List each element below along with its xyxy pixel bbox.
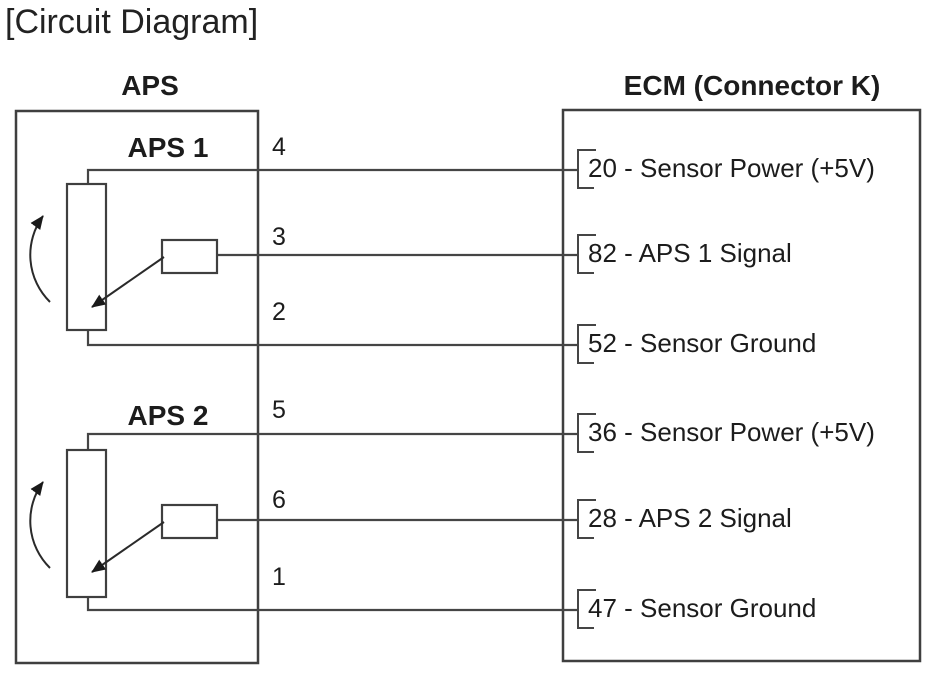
aps1-potentiometer: [29, 182, 219, 332]
aps2-potentiometer: [29, 448, 219, 599]
aps-pin-number-4: 4: [272, 133, 286, 161]
ecm-pin-label-20: 20 - Sensor Power (+5V): [588, 153, 875, 183]
ecm-pin-label-52: 52 - Sensor Ground: [588, 328, 817, 358]
wire-aps2-to-ecm52: [86, 330, 578, 347]
aps2-resistor-body: [65, 448, 108, 599]
aps2-rotation-arc-arrow: [29, 481, 51, 569]
aps2-wiper-arrow: [91, 521, 165, 573]
ecm-pin-label-82: 82 - APS 1 Signal: [588, 238, 792, 268]
wire-group: [86, 168, 578, 612]
aps-pin-number-1: 1: [272, 563, 286, 591]
aps2-wiper-terminal-box: [160, 503, 219, 540]
ecm-pin-bracket-47: [577, 589, 596, 629]
ecm-pin-bracket-52: [577, 324, 596, 364]
aps2-label: APS 2: [127, 400, 209, 431]
aps-pin-number-5: 5: [272, 396, 286, 424]
ecm-box-header: ECM (Connector K): [623, 70, 881, 101]
wire-aps4-to-ecm20: [86, 168, 578, 184]
aps-box-header: APS: [121, 70, 179, 101]
aps1-label: APS 1: [127, 132, 209, 163]
wire-aps1-to-ecm47: [86, 597, 578, 612]
ecm-pin-label-28: 28 - APS 2 Signal: [588, 503, 792, 533]
ecm-pin-label-47: 47 - Sensor Ground: [588, 593, 817, 623]
diagram-title: [Circuit Diagram]: [5, 3, 259, 41]
aps-box-outline: [14, 109, 260, 665]
wire-aps5-to-ecm36: [86, 432, 578, 450]
ecm-pin-bracket-20: [577, 149, 596, 189]
aps-pin-number-3: 3: [272, 223, 286, 251]
aps1-wiper-arrow: [91, 256, 165, 308]
ecm-pin-bracket-36: [577, 413, 596, 453]
ecm-pin-brackets: [577, 149, 596, 629]
aps1-wiper-terminal-box: [160, 238, 219, 275]
aps1-resistor-body: [65, 182, 108, 332]
ecm-pin-bracket-28: [577, 499, 596, 539]
aps1-rotation-arc-arrow: [29, 215, 51, 303]
ecm-pin-label-36: 36 - Sensor Power (+5V): [588, 417, 875, 447]
ecm-pin-bracket-82: [577, 234, 596, 274]
ecm-box-outline: [561, 108, 922, 663]
aps-pin-number-2: 2: [272, 298, 286, 326]
aps-pin-number-6: 6: [272, 486, 286, 514]
